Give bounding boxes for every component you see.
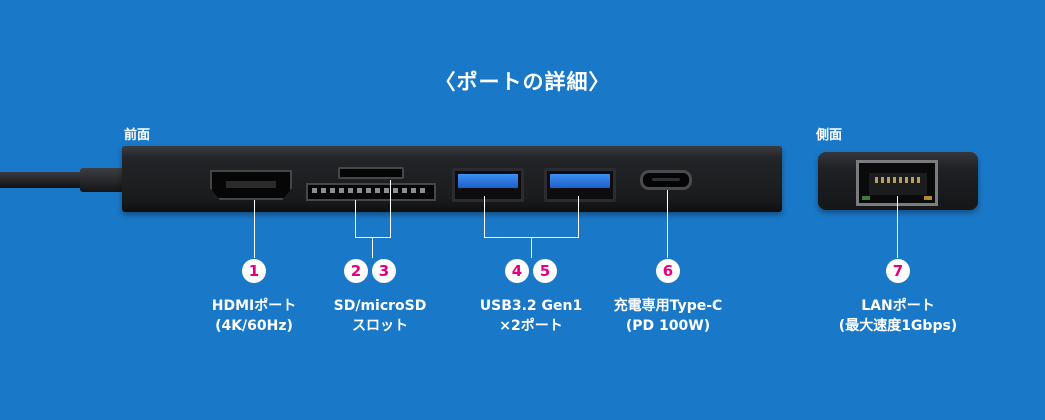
badge-4: 4 [505, 259, 529, 283]
caption-usb: USB3.2 Gen1 ×2ポート [451, 296, 611, 336]
caption-type-c-line2: (PD 100W) [625, 318, 711, 334]
type-c-port [640, 170, 692, 190]
type-c-port-tongue [652, 178, 680, 181]
caption-lan: LANポート (最大速度1Gbps) [818, 296, 978, 336]
caption-usb-line1: USB3.2 Gen1 [479, 298, 583, 314]
caption-type-c: 充電専用Type-C (PD 100W) [588, 296, 748, 336]
caption-usb-line2: ×2ポート [499, 318, 563, 334]
leader-line-6 [667, 190, 668, 258]
leader-line-7 [897, 196, 898, 258]
caption-sd-line2: スロット [352, 318, 408, 334]
hdmi-port-contacts [226, 181, 276, 188]
microsd-slot [338, 167, 404, 179]
leader-line-5-usb [578, 196, 579, 238]
leader-line-3-microsd [390, 180, 391, 238]
lan-port [856, 160, 938, 206]
caption-type-c-line1: 充電専用Type-C [613, 298, 723, 314]
sd-slot [306, 183, 436, 201]
lan-pins [875, 177, 921, 183]
leader-line-4-usb [484, 196, 485, 238]
badge-1: 1 [242, 259, 266, 283]
caption-hdmi-line2: (4K/60Hz) [215, 318, 293, 334]
front-view-label: 前面 [124, 128, 151, 143]
caption-lan-line2: (最大速度1Gbps) [838, 318, 958, 334]
badge-7: 7 [886, 259, 910, 283]
usb-port-tongue [550, 174, 610, 188]
leader-line-23-bracket [355, 237, 391, 238]
usb-a-port-1 [452, 168, 524, 202]
leader-line-1 [254, 200, 255, 258]
caption-sd-line1: SD/microSD [333, 298, 427, 314]
caption-hdmi: HDMIポート (4K/60Hz) [174, 296, 334, 336]
page-title: 〈ポートの詳細〉 [434, 70, 611, 94]
usb-port-tongue [458, 174, 518, 188]
caption-lan-line1: LANポート [861, 298, 935, 314]
badge-2: 2 [344, 259, 368, 283]
badge-5: 5 [533, 259, 557, 283]
lan-led-green [862, 196, 870, 200]
badge-6: 6 [656, 259, 680, 283]
lan-led-amber [924, 196, 932, 200]
side-view-label: 側面 [816, 128, 843, 143]
leader-line-23-stem [372, 237, 373, 258]
cable-strain-relief [80, 168, 124, 192]
leader-line-2-sd [355, 200, 356, 238]
caption-sd: SD/microSD スロット [300, 296, 460, 336]
sd-slot-contacts [312, 188, 428, 193]
hdmi-port [210, 170, 292, 200]
caption-hdmi-line1: HDMIポート [211, 298, 297, 314]
leader-line-45-stem [531, 237, 532, 258]
badge-3: 3 [372, 259, 396, 283]
usb-a-port-2 [544, 168, 616, 202]
